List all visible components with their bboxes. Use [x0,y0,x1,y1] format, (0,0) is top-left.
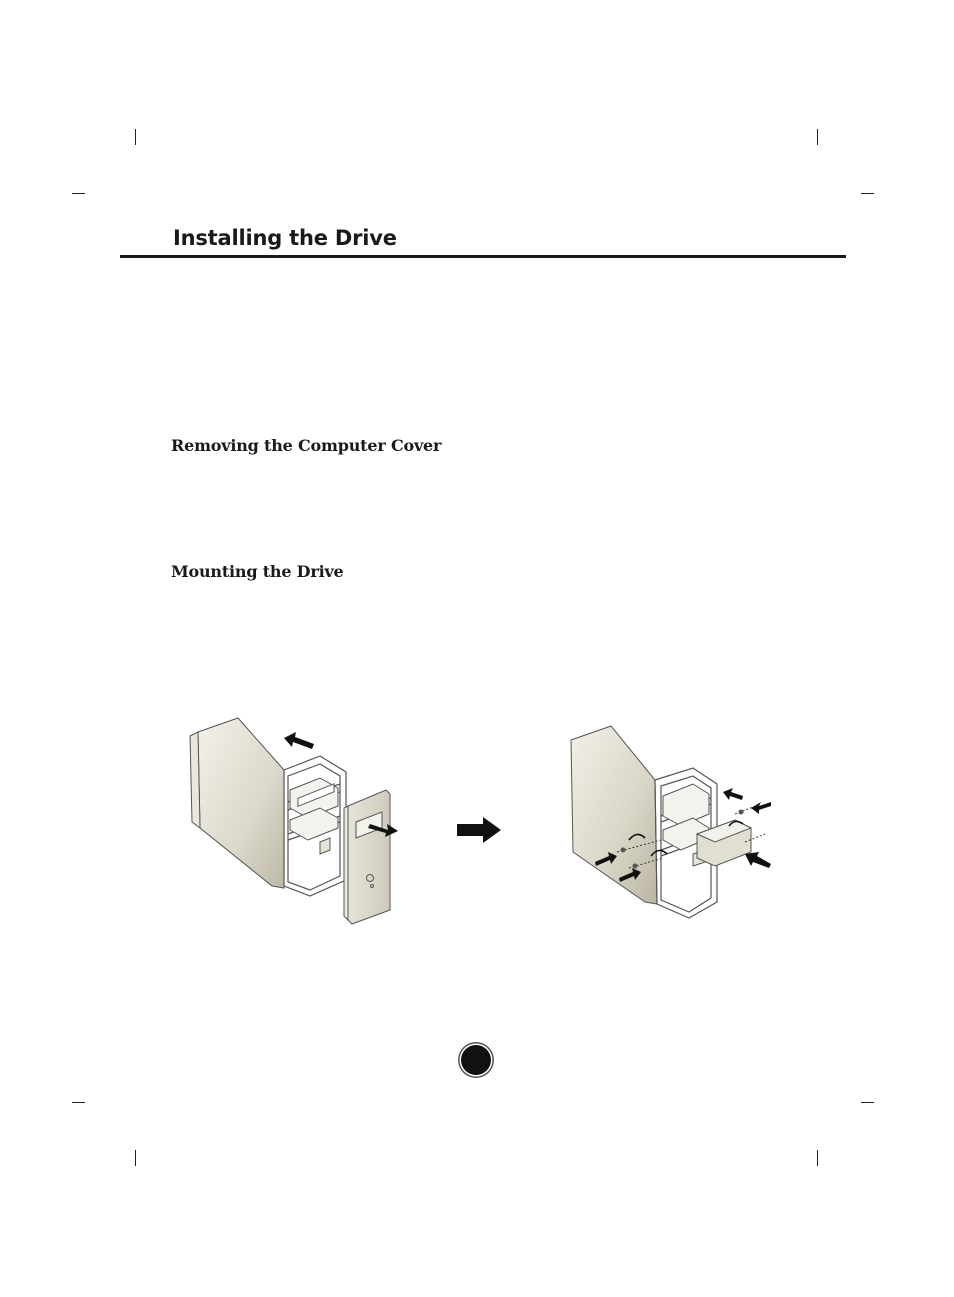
crop-mark-bottom-left-v [135,1150,136,1166]
crop-mark-bottom-right-v [817,1150,818,1166]
page-number-dot [461,1045,491,1075]
section-heading-remove-cover: Removing the Computer Cover [171,436,442,455]
crop-mark-top-right-v [817,129,818,145]
mount-drive-illustration [570,725,771,919]
crop-mark-bottom-right-h [861,1102,874,1103]
crop-mark-bottom-left-h [72,1102,85,1103]
crop-mark-top-left-h [72,193,85,194]
page-title: Installing the Drive [173,226,397,250]
crop-mark-top-left-v [135,129,136,145]
crop-mark-top-right-h [861,193,874,194]
next-step-arrow-icon [457,817,501,843]
title-rule [120,255,846,258]
section-heading-mount-drive: Mounting the Drive [171,562,344,581]
remove-cover-illustration [189,717,398,925]
